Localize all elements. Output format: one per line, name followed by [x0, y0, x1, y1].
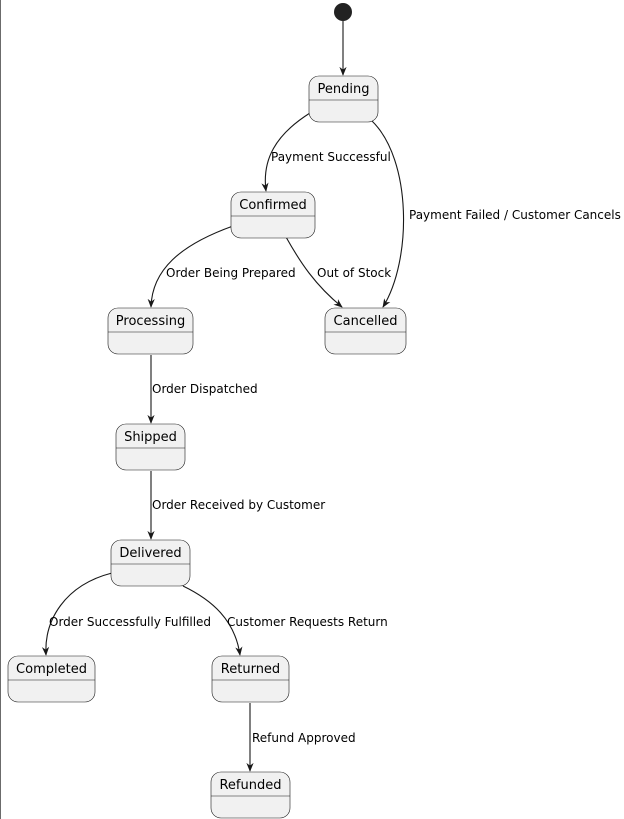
edge-confirmed-processing	[147, 225, 234, 308]
state-shipped: Shipped	[115, 423, 186, 471]
edge-confirmed-cancelled	[285, 236, 343, 308]
state-shipped-label: Shipped	[124, 430, 177, 445]
edge-delivered-completed	[41, 572, 113, 656]
state-refunded: Refunded	[210, 771, 291, 819]
state-confirmed-label: Confirmed	[239, 198, 307, 213]
state-pending-label: Pending	[318, 82, 370, 97]
state-confirmed: Confirmed	[230, 191, 316, 239]
label-order-dispatched: Order Dispatched	[152, 382, 258, 396]
state-returned-label: Returned	[221, 662, 280, 677]
state-delivered-label: Delivered	[119, 546, 181, 561]
edge-pending-confirmed	[261, 112, 311, 192]
label-order-being-prepared: Order Being Prepared	[166, 266, 296, 280]
state-cancelled-label: Cancelled	[334, 314, 398, 329]
label-customer-requests-return: Customer Requests Return	[227, 615, 388, 629]
label-order-received: Order Received by Customer	[152, 498, 325, 512]
state-pending: Pending	[308, 75, 379, 123]
label-payment-successful: Payment Successful	[271, 150, 391, 164]
state-refunded-label: Refunded	[219, 778, 281, 793]
left-border	[0, 0, 1, 819]
label-order-fulfilled: Order Successfully Fulfilled	[49, 615, 211, 629]
label-out-of-stock: Out of Stock	[317, 266, 391, 280]
state-processing: Processing	[107, 307, 194, 355]
label-payment-failed: Payment Failed / Customer Cancels	[409, 208, 621, 222]
edge-delivered-returned	[182, 585, 243, 656]
state-processing-label: Processing	[116, 314, 185, 329]
label-refund-approved: Refund Approved	[252, 731, 356, 745]
state-cancelled: Cancelled	[324, 307, 407, 355]
state-completed-label: Completed	[16, 662, 87, 677]
edge-pending-cancelled	[371, 120, 405, 308]
initial-state	[334, 3, 352, 21]
state-delivered: Delivered	[110, 539, 191, 587]
state-returned: Returned	[211, 655, 290, 703]
state-completed: Completed	[7, 655, 96, 703]
